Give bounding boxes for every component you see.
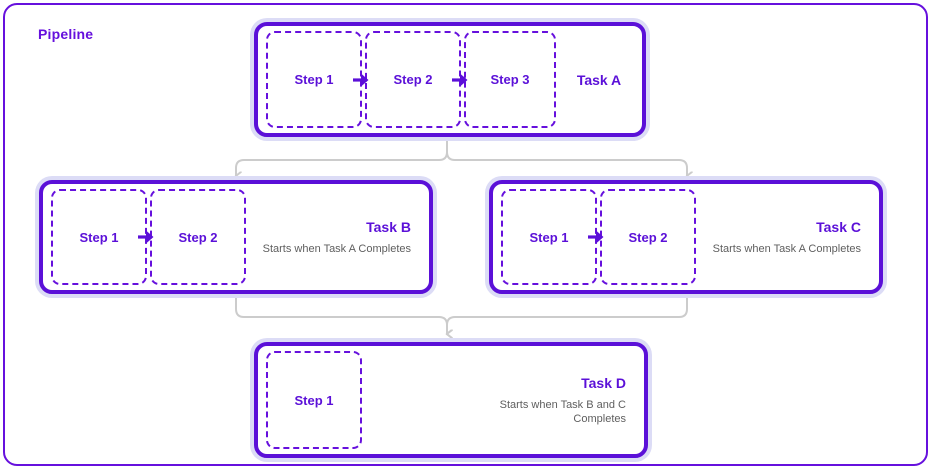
task-b-steps: Step 1 Step 2 <box>43 184 246 290</box>
task-a-step-3[interactable]: Step 3 <box>464 31 556 128</box>
connector-c-to-d <box>447 296 688 334</box>
task-d-title: Task D <box>581 375 626 391</box>
task-card-c[interactable]: Step 1 Step 2 Task C Starts when Task A … <box>489 180 883 294</box>
connector-a-to-b <box>236 139 448 176</box>
task-a-step-1[interactable]: Step 1 <box>266 31 362 128</box>
task-b-step-2[interactable]: Step 2 <box>150 189 246 285</box>
task-d-subtitle: Starts when Task B and C Completes <box>499 399 626 425</box>
task-c-meta: Task C Starts when Task A Completes <box>696 184 879 290</box>
connector-a-to-c <box>446 139 687 176</box>
task-c-steps: Step 1 Step 2 <box>493 184 696 290</box>
task-a-steps: Step 1 Step 2 Step 3 <box>258 26 556 133</box>
task-d-step-1[interactable]: Step 1 <box>266 351 362 449</box>
task-c-subtitle: Starts when Task A Completes <box>712 243 861 255</box>
task-card-d[interactable]: Step 1 Task D Starts when Task B and C C… <box>254 342 648 458</box>
task-c-step-2[interactable]: Step 2 <box>600 189 696 285</box>
task-d-steps: Step 1 <box>258 346 362 454</box>
task-b-subtitle: Starts when Task A Completes <box>262 243 411 255</box>
task-a-meta: Task A <box>556 26 642 133</box>
task-c-title: Task C <box>816 219 861 235</box>
task-d-meta: Task D Starts when Task B and C Complete… <box>362 346 644 454</box>
task-card-a[interactable]: Step 1 Step 2 Step 3 Task A <box>254 22 646 137</box>
task-b-title: Task B <box>366 219 411 235</box>
task-b-step-1[interactable]: Step 1 <box>51 189 147 285</box>
connector-b-to-d <box>235 296 447 334</box>
task-c-step-1[interactable]: Step 1 <box>501 189 597 285</box>
task-a-title: Task A <box>576 71 622 88</box>
pipeline-label: Pipeline <box>38 26 94 42</box>
task-a-step-2[interactable]: Step 2 <box>365 31 461 128</box>
task-card-b[interactable]: Step 1 Step 2 Task B Starts when Task A … <box>39 180 433 294</box>
task-b-meta: Task B Starts when Task A Completes <box>246 184 429 290</box>
